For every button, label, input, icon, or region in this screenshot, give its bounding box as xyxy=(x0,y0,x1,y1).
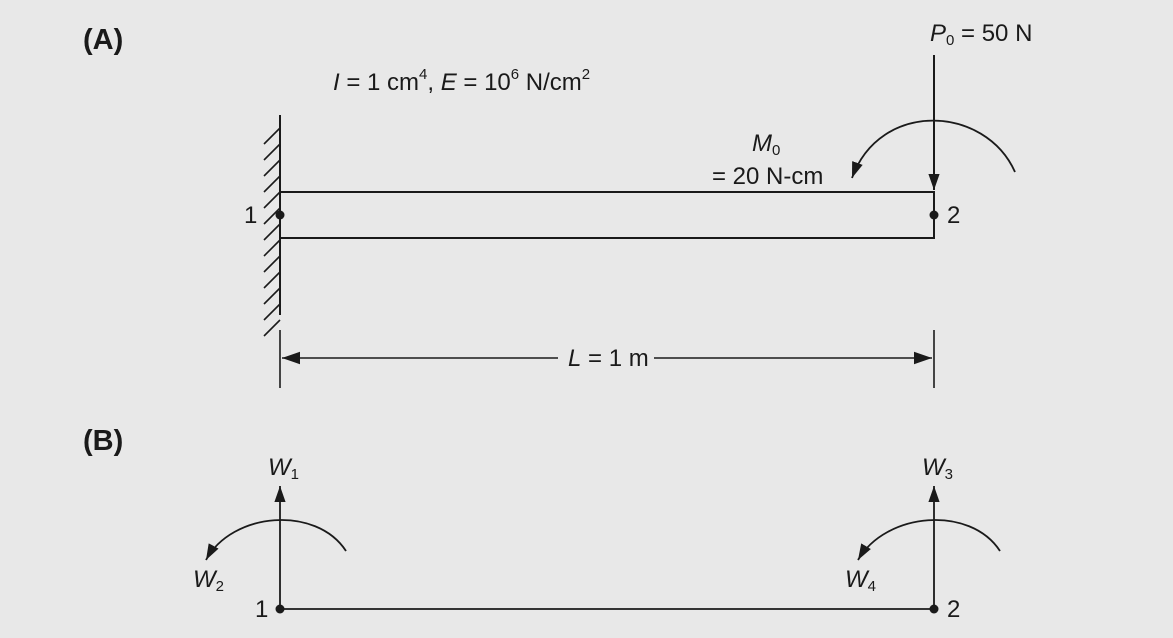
wall-hatch-line xyxy=(263,223,281,241)
panel-a-label: (A) xyxy=(83,24,124,56)
length-value: = 1 m xyxy=(581,345,649,372)
node-2-label: 2 xyxy=(947,202,961,229)
moment-value-label: = 20 N-cm xyxy=(712,163,824,190)
fixed-wall xyxy=(263,115,281,337)
wall-hatch-line xyxy=(263,143,281,161)
moment-of-inertia-exponent: 4 xyxy=(419,66,428,83)
wall-hatch-line xyxy=(263,159,281,177)
length-label: L = 1 m xyxy=(568,347,649,371)
wall-hatch-line xyxy=(263,191,281,209)
moment-of-inertia-value: = 1 cm xyxy=(339,69,420,96)
modulus-unit: N/cm xyxy=(519,69,582,96)
dof-w4-subscript: 4 xyxy=(867,578,876,595)
wall-hatch-line xyxy=(263,303,281,321)
dof-w2-label: W2 xyxy=(193,566,224,595)
modulus-unit-exponent: 2 xyxy=(581,66,591,83)
node-2-dot xyxy=(929,210,939,220)
dof-w2-subscript: 2 xyxy=(215,578,224,595)
beam xyxy=(279,191,935,239)
dof-w3-subscript: 3 xyxy=(944,466,953,483)
wall-hatch-line xyxy=(263,271,281,289)
load-value: = 50 N xyxy=(954,20,1033,47)
dof-w3-symbol: W xyxy=(922,454,945,481)
wall-hatch-line xyxy=(263,255,281,273)
beam-properties: I = 1 cm4, E = 106 N/cm2 xyxy=(333,67,590,95)
panel-b-label: (B) xyxy=(83,425,124,457)
element-node-1-label: 1 xyxy=(255,596,269,623)
wall-hatch-line xyxy=(263,239,281,257)
modulus-exponent: 6 xyxy=(510,66,520,83)
moment-symbol-label: M0 xyxy=(752,130,781,159)
node-1-label: 1 xyxy=(244,202,258,229)
dof-w1-label: W1 xyxy=(268,454,299,483)
dof-w4-symbol: W xyxy=(845,566,868,593)
node-1-dot xyxy=(275,210,285,220)
modulus-value: = 10 xyxy=(456,69,511,96)
moment-of-inertia-symbol: I xyxy=(333,69,340,96)
load-label: P0 = 50 N xyxy=(930,20,1033,49)
element-node-2-label: 2 xyxy=(947,596,961,623)
moment-symbol: M xyxy=(752,130,772,157)
load-subscript: 0 xyxy=(946,32,955,49)
dof-w2-symbol: W xyxy=(193,566,216,593)
dof-w4-arrow xyxy=(857,519,1001,561)
wall-hatch-line xyxy=(263,175,281,193)
dof-w1-subscript: 1 xyxy=(290,466,299,483)
wall-hatch-line xyxy=(263,207,281,225)
wall-hatch-line xyxy=(263,287,281,305)
property-separator: , xyxy=(427,69,441,96)
modulus-symbol: E xyxy=(440,69,457,96)
moment-subscript: 0 xyxy=(772,142,781,159)
wall-hatch-line xyxy=(263,319,281,337)
element-node-2-dot xyxy=(929,604,939,614)
element-node-1-dot xyxy=(275,604,285,614)
dof-w4-label: W4 xyxy=(845,566,876,595)
dof-w3-label: W3 xyxy=(922,454,953,483)
length-dimension xyxy=(279,330,935,388)
dof-w1-symbol: W xyxy=(268,454,291,481)
dof-w2-arrow xyxy=(205,519,347,561)
load-symbol: P xyxy=(930,20,947,47)
length-symbol: L xyxy=(568,345,582,372)
wall-hatch-line xyxy=(263,127,281,145)
moment-arrow xyxy=(851,119,1016,179)
